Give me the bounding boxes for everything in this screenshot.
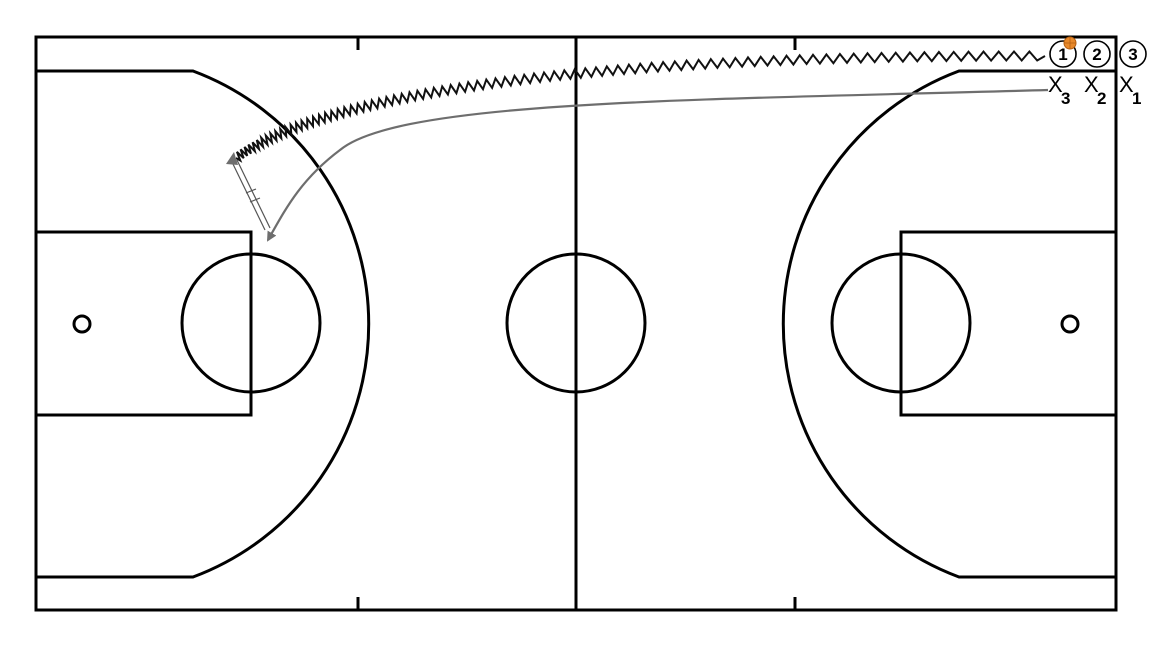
defender-x1: X 1 [1119,72,1141,108]
offense-player-1-label: 1 [1058,45,1067,64]
free-throw-circle-left [180,252,322,394]
three-point-line-left [36,69,371,579]
free-throw-circle-right [830,252,972,394]
defender-x3-mark: X [1048,72,1063,97]
key-left [34,230,253,417]
ball-icon [1063,36,1077,50]
pass-line [226,152,271,231]
basket-right [1060,314,1080,334]
key-right [899,230,1118,417]
cut-path-arrow [267,88,1049,242]
basket-left [72,314,92,334]
defender-x3-sub: 3 [1061,89,1070,108]
defender-x3: X 3 [1048,72,1070,108]
defender-x2: X 2 [1084,72,1106,108]
defender-x2-sub: 2 [1097,89,1106,108]
defender-x1-sub: 1 [1132,89,1141,108]
offense-player-3: 3 [1119,40,1147,68]
defender-x2-mark: X [1084,72,1099,97]
three-point-line-right [781,69,1116,579]
defender-x1-mark: X [1119,72,1134,97]
offense-player-2-label: 2 [1092,45,1101,64]
offense-player-2: 2 [1083,40,1111,68]
center-circle [505,252,647,394]
offense-player-3-label: 3 [1128,45,1137,64]
dribble-path-zigzag [235,49,1046,163]
